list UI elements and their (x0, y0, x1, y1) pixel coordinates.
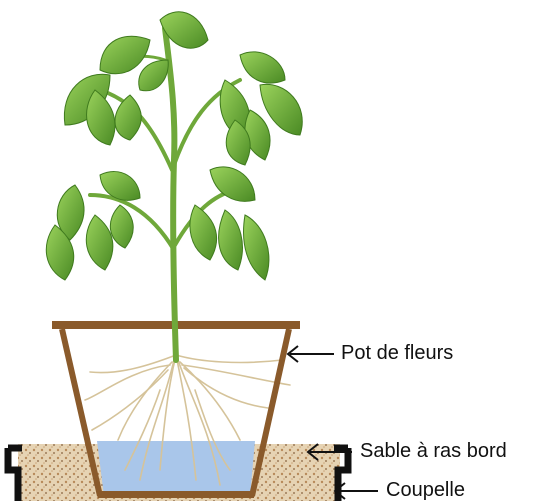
saucer-arrow (335, 483, 378, 499)
water (97, 441, 255, 496)
pot-bottom (98, 491, 254, 498)
pot-arrow (288, 346, 334, 362)
label-sand: Sable à ras bord (360, 441, 507, 461)
label-pot: Pot de fleurs (341, 343, 453, 363)
label-saucer: Coupelle (386, 480, 465, 500)
